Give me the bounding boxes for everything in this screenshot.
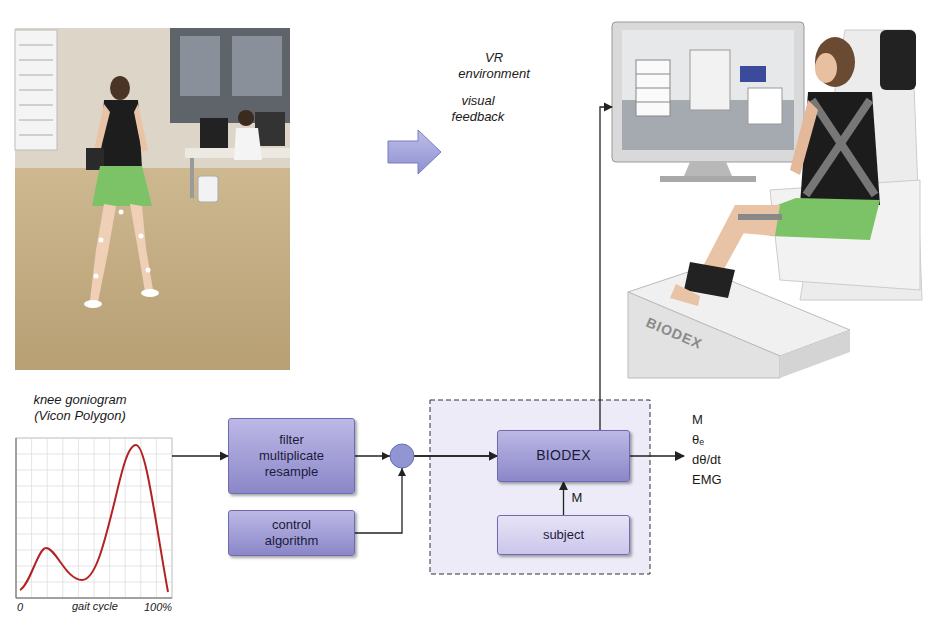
vr-monitor bbox=[622, 30, 794, 150]
control-loop-frame bbox=[430, 400, 650, 574]
lab-photo bbox=[130, 204, 153, 292]
output-signal: M bbox=[692, 412, 703, 428]
lab-photo bbox=[94, 274, 99, 279]
output-signal: θₑ bbox=[692, 432, 704, 448]
lab-photo bbox=[15, 30, 57, 150]
connector-arrow bbox=[563, 482, 564, 515]
lab-photo bbox=[15, 168, 290, 370]
lab-photo bbox=[15, 28, 290, 370]
lab-photo bbox=[84, 300, 102, 308]
biodex-photo bbox=[815, 37, 855, 87]
summing-junction bbox=[382, 452, 390, 460]
lab-photo bbox=[139, 234, 144, 239]
device-box: BIODEX bbox=[497, 430, 630, 482]
node-text: control algorithm bbox=[252, 517, 332, 550]
subject-box: subject bbox=[497, 515, 630, 555]
signal-label: M bbox=[572, 490, 583, 506]
summing-junction bbox=[390, 444, 414, 468]
lab-photo bbox=[232, 36, 282, 96]
connector-arrow bbox=[600, 107, 612, 430]
lab-photo bbox=[15, 28, 290, 370]
vr-monitor: VR environment bbox=[612, 22, 804, 162]
lab-photo bbox=[119, 210, 124, 215]
goniogram-chart: knee goniogram (Vicon Polygon) bbox=[16, 438, 172, 598]
process-box: control algorithm bbox=[228, 510, 355, 556]
vr-monitor bbox=[612, 22, 804, 182]
lab-photo bbox=[198, 176, 218, 202]
device-brand: BIODEX bbox=[643, 314, 705, 353]
vr-monitor bbox=[636, 60, 670, 116]
biodex-photo bbox=[812, 100, 875, 195]
goniogram-plot bbox=[16, 438, 172, 598]
vr-monitor bbox=[684, 162, 732, 176]
summing-junction bbox=[382, 444, 414, 476]
block-arrow bbox=[388, 130, 441, 174]
goniogram-plot bbox=[16, 438, 172, 598]
node-text: subject bbox=[543, 527, 584, 543]
lab-photo bbox=[200, 118, 228, 148]
node-text: BIODEX bbox=[536, 447, 591, 465]
lab-photo bbox=[110, 76, 130, 100]
lab-photo bbox=[238, 110, 254, 126]
node-heading: VR environment bbox=[452, 50, 536, 83]
axis-label: gait cycle bbox=[72, 600, 118, 613]
lab-photo bbox=[170, 28, 290, 123]
vr-monitor bbox=[660, 176, 756, 182]
control-loop-frame bbox=[630, 455, 684, 456]
lab-photo bbox=[190, 158, 194, 198]
lab-photo bbox=[146, 268, 151, 273]
lab-photo bbox=[94, 104, 110, 152]
output-signal: dθ/dt bbox=[692, 452, 721, 468]
process-box: filter multiplicate resample bbox=[228, 418, 355, 494]
node-heading: knee goniogram (Vicon Polygon) bbox=[22, 392, 138, 425]
lab-photo bbox=[99, 238, 104, 243]
vr-monitor bbox=[748, 88, 782, 124]
goniogram-plot bbox=[32, 438, 157, 598]
block-arrow bbox=[388, 130, 441, 174]
lab-photo bbox=[19, 45, 53, 135]
lab-photo bbox=[134, 104, 148, 152]
goniogram-plot bbox=[16, 438, 172, 598]
node-text: filter multiplicate resample bbox=[247, 432, 337, 481]
output-signal: EMG bbox=[692, 472, 722, 488]
goniogram-plot bbox=[20, 445, 168, 592]
lab-photo bbox=[234, 128, 262, 160]
connector-arrow bbox=[355, 456, 497, 533]
biodex-photo bbox=[815, 53, 837, 83]
connector-arrow bbox=[172, 455, 228, 456]
summing-junction bbox=[398, 468, 406, 476]
lab-photo bbox=[180, 36, 220, 96]
lab-photo bbox=[90, 204, 116, 302]
biodex-photo bbox=[670, 284, 700, 306]
vr-monitor bbox=[740, 66, 766, 82]
biodex-photo bbox=[738, 214, 782, 220]
biodex-photo bbox=[628, 30, 922, 378]
axis-label: 0 bbox=[17, 601, 23, 614]
axis-label: 100% bbox=[144, 601, 172, 614]
lab-photo bbox=[141, 289, 159, 297]
control-loop-frame bbox=[430, 400, 684, 574]
lab-photo bbox=[92, 166, 152, 206]
biodex-photo bbox=[790, 100, 818, 175]
vr-monitor bbox=[636, 74, 670, 102]
biodex-photo bbox=[780, 330, 850, 378]
vr-monitor bbox=[690, 50, 730, 110]
biodex-photo bbox=[628, 292, 780, 378]
vr-monitor bbox=[612, 22, 804, 162]
feedback-label: visual feedback bbox=[438, 93, 518, 126]
biodex-photo bbox=[880, 30, 916, 90]
